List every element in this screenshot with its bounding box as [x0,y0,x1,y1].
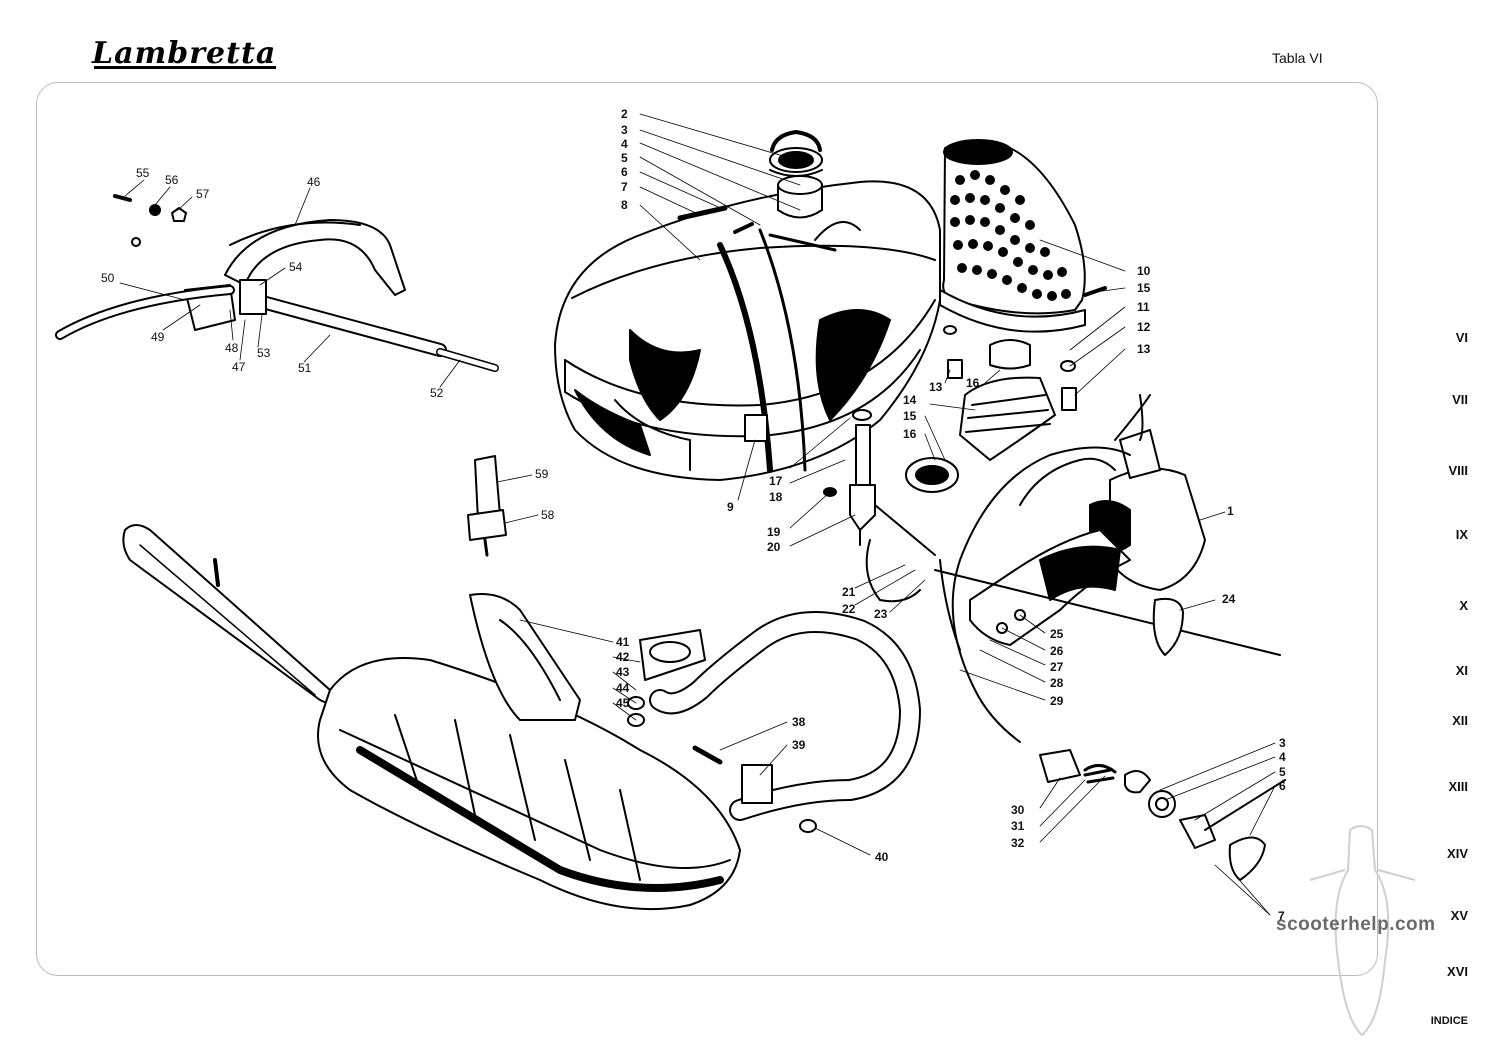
nav-item-xvi[interactable]: XVI [1447,964,1468,979]
callout-22: 22 [842,602,856,616]
callout-41: 41 [616,635,630,649]
callout-53: 53 [257,346,271,360]
callout-1: 1 [1227,504,1234,518]
callout-16: 16 [966,376,980,390]
callout-23: 23 [874,607,888,621]
callout-58: 58 [541,508,555,522]
callout-21: 21 [842,585,856,599]
callout-44: 44 [616,681,630,695]
choke-knob-drawing [1152,597,1184,656]
callout-40: 40 [875,850,889,864]
nav-item-xiii[interactable]: XIII [1448,779,1468,794]
callout-42: 42 [616,650,630,664]
callout-3-b: 3 [1279,736,1286,750]
callout-7: 7 [621,180,628,194]
callout-8: 8 [621,198,628,212]
callout-13: 13 [1137,342,1151,356]
fuel-filter-drawing [467,455,507,557]
intake-manifold-drawing [969,529,1131,646]
callout-32: 32 [1011,836,1025,850]
nav-item-indice[interactable]: INDICE [1430,1015,1468,1027]
callout-4: 4 [621,137,628,151]
callout-24: 24 [1222,592,1236,606]
callout-labels: 2 3 4 5 6 7 8 10 15 11 12 13 13 16 14 15… [101,107,1286,923]
callout-28: 28 [1050,676,1064,690]
callout-25: 25 [1050,627,1064,641]
callout-43: 43 [616,665,630,679]
callout-52: 52 [430,386,444,400]
lambretta-logo: Lambretta [92,36,277,71]
callout-54: 54 [289,260,303,274]
callout-27: 27 [1050,660,1064,674]
callout-57: 57 [196,187,210,201]
callout-7-b: 7 [1278,909,1285,923]
idle-screw-assembly-drawing [1039,749,1286,881]
callout-6: 6 [621,165,628,179]
callout-45: 45 [616,696,630,710]
callout-2: 2 [621,107,628,121]
nav-item-xv[interactable]: XV [1450,908,1468,923]
callout-5: 5 [621,151,628,165]
callout-39: 39 [792,738,806,752]
callout-15-b: 15 [903,409,917,423]
callout-10: 10 [1137,264,1151,278]
nav-item-vii[interactable]: VII [1452,392,1468,407]
nav-item-xii[interactable]: XII [1452,713,1468,728]
callout-3: 3 [621,123,628,137]
exhaust-drawing [122,524,921,911]
page-table-title: Tabla VI [1272,50,1323,66]
callout-30: 30 [1011,803,1025,817]
nav-item-xi[interactable]: XI [1455,663,1468,678]
callout-19: 19 [767,525,781,539]
fuel-tank-drawing [554,130,941,481]
callout-38: 38 [792,715,806,729]
callout-16-b: 16 [903,427,917,441]
nav-item-x[interactable]: X [1459,598,1468,613]
site-watermark: scooterhelp.com [1276,914,1436,935]
callout-26: 26 [1050,644,1064,658]
callout-50: 50 [101,271,115,285]
callout-4-b: 4 [1279,750,1286,764]
nav-item-vi[interactable]: VI [1455,330,1468,345]
diagram-frame [36,82,1378,976]
callout-20: 20 [767,540,781,554]
callout-18: 18 [769,490,783,504]
nav-item-xiv[interactable]: XIV [1447,846,1468,861]
callout-17: 17 [769,474,783,488]
callout-55: 55 [136,166,150,180]
callout-6-b: 6 [1279,779,1286,793]
callout-48: 48 [225,341,239,355]
fuel-tap-drawing [823,409,936,556]
callout-14: 14 [903,393,917,407]
mounting-bracket-drawing [55,194,499,372]
air-filter-drawing [905,139,1107,493]
callout-46: 46 [307,175,321,189]
callout-31: 31 [1011,819,1025,833]
callout-11: 11 [1137,300,1150,314]
scooter-watermark-image [1309,825,1416,1037]
callout-leaders [119,113,1276,916]
callout-56: 56 [165,173,179,187]
nav-item-ix[interactable]: IX [1455,527,1468,542]
callout-12: 12 [1137,320,1151,334]
callout-13-b: 13 [929,380,943,394]
nav-item-viii[interactable]: VIII [1448,463,1468,478]
callout-49: 49 [151,330,165,344]
callout-47: 47 [232,360,246,374]
callout-15: 15 [1137,281,1151,295]
callout-5-b: 5 [1279,765,1286,779]
callout-59: 59 [535,467,549,481]
callout-51: 51 [298,361,312,375]
callout-9: 9 [727,500,734,514]
callout-29: 29 [1050,694,1064,708]
